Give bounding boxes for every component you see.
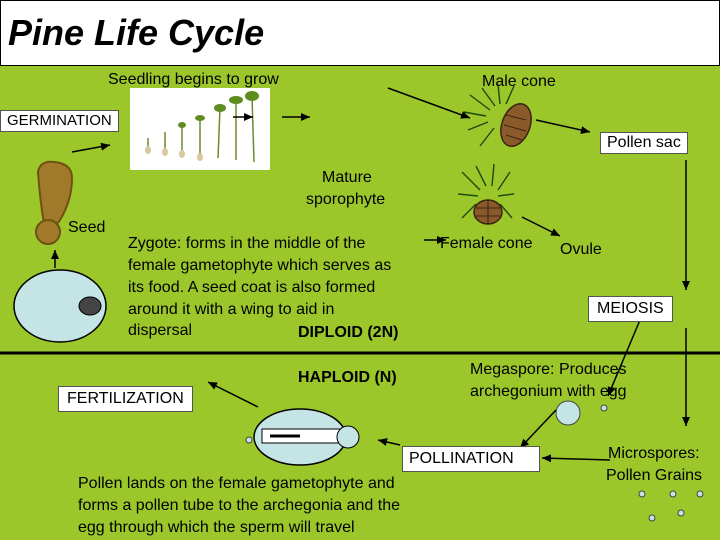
label-male-cone: Male cone: [482, 73, 556, 90]
zygote-text-1: Zygote: forms in the middle of the: [128, 235, 366, 252]
arrows: [51, 87, 690, 463]
label-haploid: HAPLOID (N): [298, 369, 397, 386]
microspores-text-2: Pollen Grains: [606, 467, 703, 484]
zygote-text-3: its food. A seed coat is also formed: [128, 279, 376, 296]
microspores-text-1: Microspores:: [608, 445, 700, 462]
label-mature-sporophyte-1: Mature: [322, 169, 372, 186]
zygote-text-5: dispersal: [128, 322, 193, 339]
label-diploid: DIPLOID (2N): [298, 324, 399, 341]
label-mature-sporophyte-2: sporophyte: [306, 191, 386, 208]
label-germination: GERMINATION: [0, 110, 119, 132]
label-pollination: POLLINATION: [402, 446, 540, 472]
label-meiosis: MEIOSIS: [588, 296, 673, 322]
female-cone-image: [457, 163, 515, 225]
pollen-lands-text-1: Pollen lands on the female gametophyte a…: [78, 475, 395, 492]
seed-cross-section: [13, 269, 107, 343]
label-female-cone: Female cone: [440, 235, 533, 252]
label-seed: Seed: [68, 219, 106, 236]
page-title: Pine Life Cycle: [8, 12, 265, 53]
zygote-text-4: around it with a wing to aid in: [128, 301, 335, 318]
label-ovule: Ovule: [560, 241, 602, 258]
megaspore-text-1: Megaspore: Produces: [470, 361, 627, 378]
label-seedling: Seedling begins to grow: [108, 71, 279, 88]
seedlings-image: [130, 88, 270, 170]
pollen-tube-gametophyte: [253, 408, 360, 466]
megaspore-text-2: archegonium with egg: [470, 383, 627, 400]
pollen-grains: [245, 400, 704, 522]
zygote-text-2: female gametophyte which serves as: [128, 257, 392, 274]
label-fertilization: FERTILIZATION: [58, 386, 193, 412]
label-pollen-sac: Pollen sac: [600, 132, 688, 154]
seed-shape: [35, 160, 74, 245]
title-box: [0, 0, 720, 66]
male-cone-image: [463, 83, 532, 147]
pollen-lands-text-3: egg through which the sperm will travel: [78, 519, 355, 536]
pollen-lands-text-2: forms a pollen tube to the archegonia an…: [78, 497, 400, 514]
